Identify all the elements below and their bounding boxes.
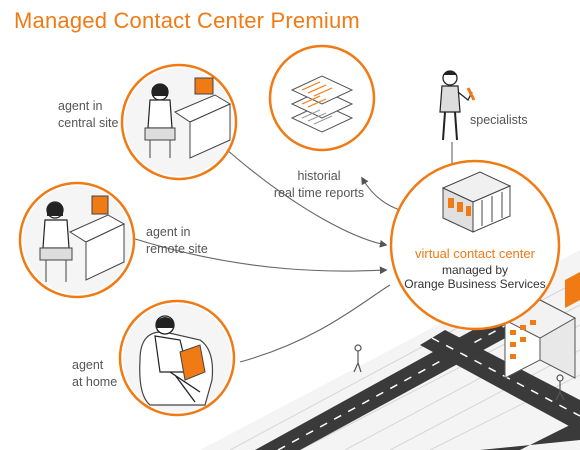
label-agent-home-line2: at home (72, 375, 118, 389)
office-building (503, 272, 580, 379)
label-agent-central-site: agent in central site (58, 98, 118, 132)
agent-remote-site-node (18, 181, 136, 299)
center-subtitle: managed by Orange Business Services (390, 263, 560, 291)
label-agent-remote-line2: remote site (146, 242, 208, 256)
label-reports-line1: historial (297, 169, 341, 183)
reports-node (268, 44, 376, 152)
label-agent-central-line2: central site (58, 116, 119, 130)
agent-central-site-node (120, 63, 238, 181)
page-title: Managed Contact Center Premium (14, 8, 360, 33)
pedestrian-left (353, 344, 362, 373)
label-reports-line2: real time reports (273, 186, 365, 200)
label-specialists: specialists (470, 113, 528, 127)
label-agent-home-line1: agent (72, 358, 104, 372)
monitor-icon (194, 77, 214, 95)
label-reports: historial real time reports (264, 168, 374, 202)
label-agent-central-line1: agent in (58, 99, 103, 113)
label-agent-remote-site: agent in remote site (146, 224, 208, 258)
center-title: virtual contact center (415, 246, 535, 261)
arrow-remote-to-center (131, 237, 388, 275)
arrow-center-to-reports (361, 176, 401, 211)
center-subtitle-line1: managed by (441, 263, 509, 277)
center-subtitle-line2: Orange Business Services (404, 277, 546, 291)
arrow-home-to-center (239, 284, 391, 363)
label-agent-remote-line1: agent in (146, 225, 191, 239)
specialist-person-icon (439, 70, 476, 141)
monitor-icon (91, 195, 109, 215)
pedestrian-right (555, 374, 565, 401)
virtual-contact-center-node (389, 159, 561, 331)
wrench-icon (466, 87, 476, 101)
label-agent-at-home: agent at home (72, 357, 117, 391)
laptop-icon (179, 344, 206, 381)
agent-at-home-node (118, 299, 236, 417)
arrow-central-to-center (217, 141, 388, 248)
documents-icon (290, 75, 354, 133)
server-rack-icon (441, 171, 512, 233)
road-cross (420, 330, 580, 432)
